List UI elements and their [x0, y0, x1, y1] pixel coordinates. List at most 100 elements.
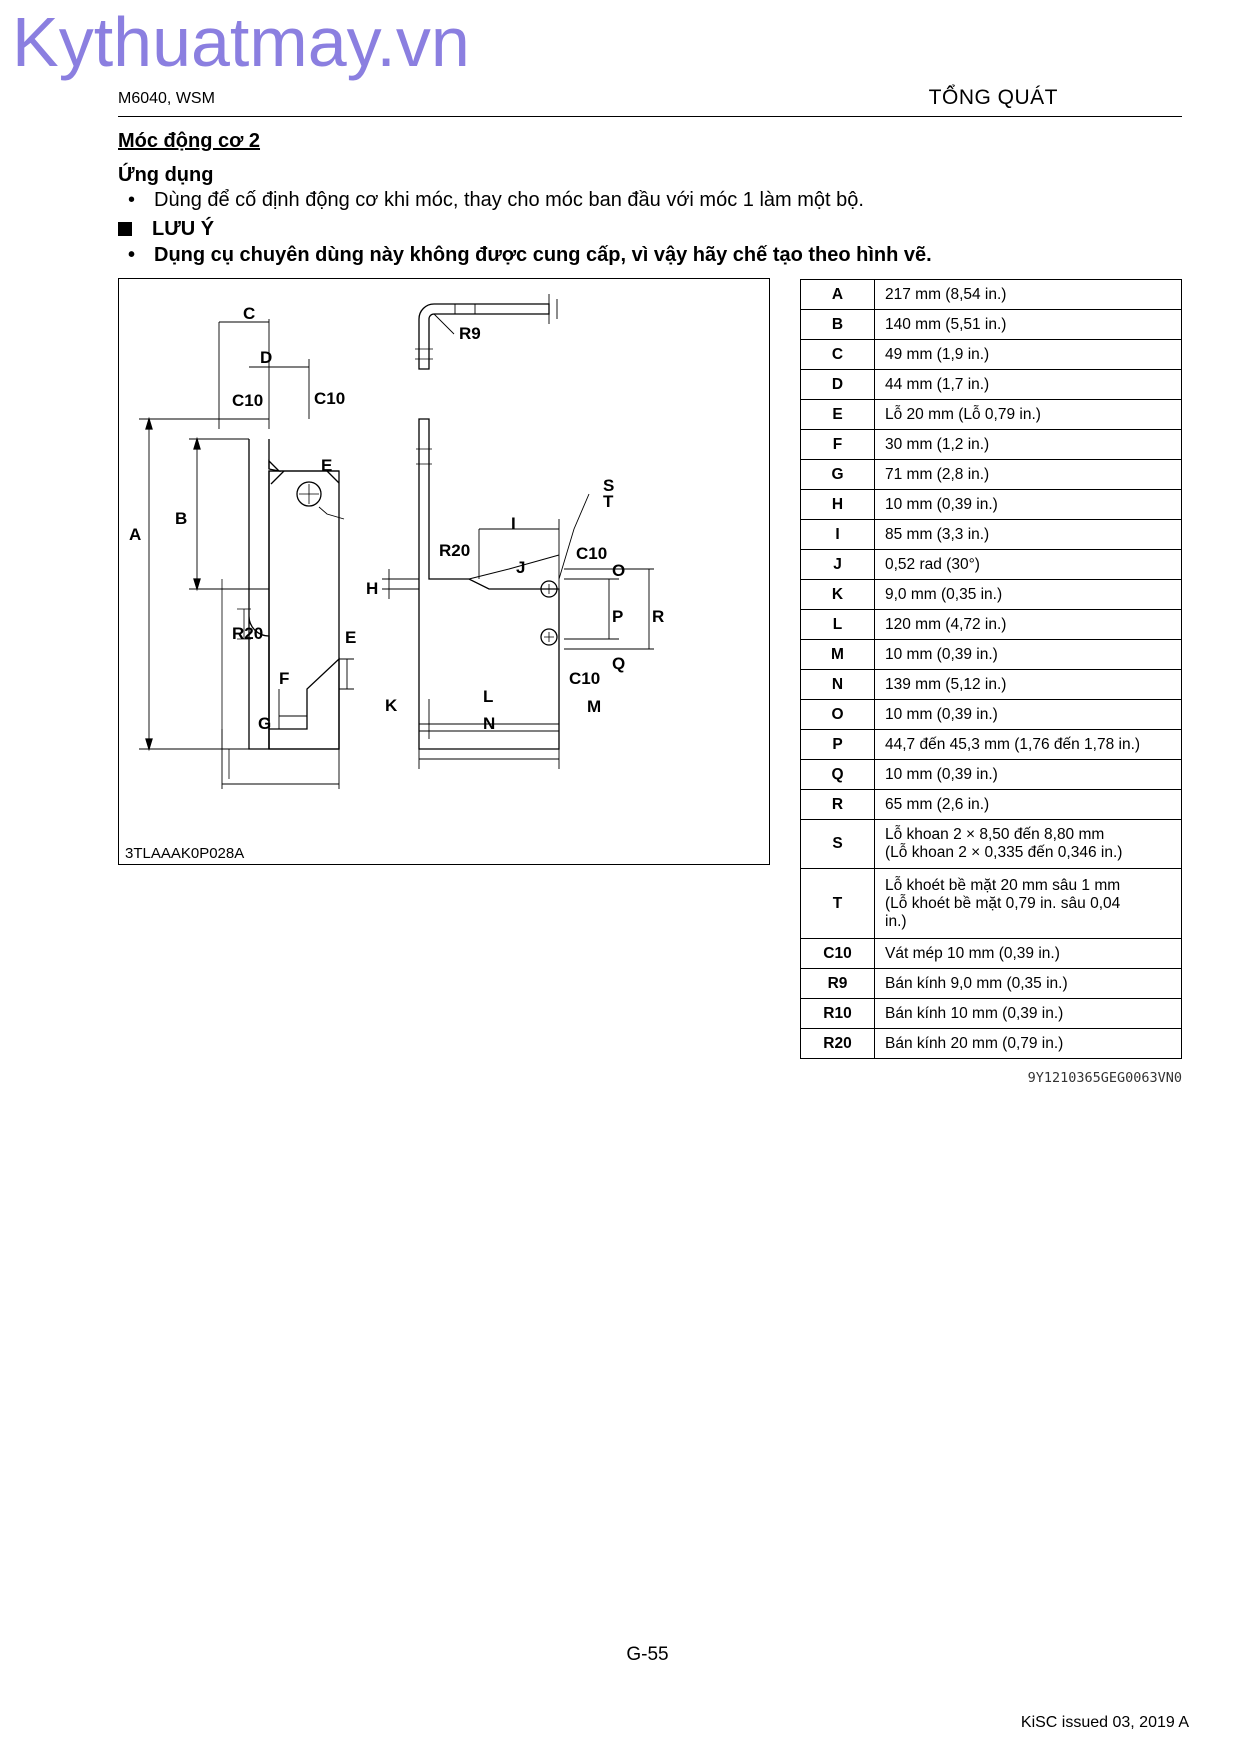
spec-value-line: 65 mm (2,6 in.) — [885, 795, 990, 813]
spec-value: 217 mm (8,54 in.) — [874, 279, 1182, 310]
bullet-dot: • — [128, 244, 136, 266]
spec-key: D — [800, 369, 875, 400]
plate-hole — [296, 481, 322, 507]
slope-line — [468, 554, 560, 580]
header-rule — [118, 116, 1182, 117]
spec-key: C10 — [800, 938, 875, 969]
c10-corner-left — [268, 459, 281, 473]
note-square-icon — [118, 222, 132, 236]
label-q: Q — [612, 654, 625, 673]
dim-a — [139, 418, 269, 750]
label-h: H — [366, 579, 378, 598]
spec-value: 139 mm (5,12 in.) — [874, 669, 1182, 700]
hook-top-marks — [415, 348, 433, 360]
label-r20-left: R20 — [232, 624, 263, 643]
hole-centers — [544, 584, 554, 642]
spec-key: S — [800, 819, 875, 869]
spec-value: 10 mm (0,39 in.) — [874, 699, 1182, 730]
hook-top-details — [454, 294, 558, 324]
label-f: F — [279, 669, 289, 688]
note-bullet: • Dụng cụ chuyên dùng này không được cung… — [128, 244, 932, 267]
hole-s — [540, 580, 558, 598]
spec-value: Lỗ khoét bề mặt 20 mm sâu 1 mm(Lỗ khoét … — [874, 868, 1182, 939]
label-i: I — [511, 514, 516, 533]
spec-key: G — [800, 459, 875, 490]
spec-value-line: 120 mm (4,72 in.) — [885, 615, 1007, 633]
spec-value: Bán kính 20 mm (0,79 in.) — [874, 1028, 1182, 1059]
spec-value: Lỗ 20 mm (Lỗ 0,79 in.) — [874, 399, 1182, 430]
plate-outline — [248, 469, 340, 750]
spec-value: 120 mm (4,72 in.) — [874, 609, 1182, 640]
hole-center — [299, 484, 319, 504]
spec-value-line: 10 mm (0,39 in.) — [885, 495, 998, 513]
dim-c — [218, 319, 270, 429]
note-title: LƯU Ý — [152, 218, 215, 240]
spec-key: T — [800, 868, 875, 939]
spec-row: D 44 mm (1,7 in.) — [800, 369, 1182, 400]
hook-side-view — [418, 418, 560, 750]
dim-n — [418, 749, 560, 769]
label-b: B — [175, 509, 187, 528]
label-r9: R9 — [459, 324, 481, 343]
header-section-name: TỔNG QUÁT — [928, 86, 1058, 109]
spec-key: B — [800, 309, 875, 340]
plate-chamfers — [270, 470, 340, 485]
spec-key: O — [800, 699, 875, 730]
spec-key: R — [800, 789, 875, 820]
dim-p — [564, 578, 619, 640]
label-g: G — [258, 714, 271, 733]
bullet-dot: • — [128, 189, 136, 211]
label-c10-left: C10 — [232, 391, 263, 410]
spec-value: 30 mm (1,2 in.) — [874, 429, 1182, 460]
spec-value-line: Bán kính 20 mm (0,79 in.) — [885, 1034, 1064, 1052]
spec-key: E — [800, 399, 875, 430]
spec-value-line: 44 mm (1,7 in.) — [885, 375, 990, 393]
dim-i — [478, 519, 560, 589]
dim-d — [249, 359, 310, 419]
note-text: Dụng cụ chuyên dùng này không được cung … — [154, 244, 932, 266]
spec-key: I — [800, 519, 875, 550]
spec-key: C — [800, 339, 875, 370]
reference-code: 9Y1210365GEG0063VN0 — [1027, 1070, 1182, 1086]
r20-mark — [237, 608, 251, 640]
technical-drawing: A B C D E E F G H I J K L M N O P Q R S … — [118, 278, 770, 865]
figure-label: 3TLAAAK0P028A — [125, 845, 245, 862]
s-t-leader — [558, 493, 590, 580]
spec-value-line: Lỗ khoan 2 × 8,50 đến 8,80 mm — [885, 826, 1105, 843]
spec-value-line: 217 mm (8,54 in.) — [885, 285, 1007, 303]
plate-centerline — [221, 579, 230, 779]
watermark: Kythuatmay.vn — [12, 3, 470, 81]
spec-value-line: Bán kính 10 mm (0,39 in.) — [885, 1004, 1064, 1022]
spec-value-line: (Lỗ khoan 2 × 0,335 đến 0,346 in.) — [885, 844, 1123, 861]
label-p: P — [612, 607, 623, 626]
label-k: K — [385, 696, 398, 715]
spec-value-line: Lỗ khoét bề mặt 20 mm sâu 1 mm — [885, 876, 1121, 894]
dim-a-arrows — [145, 416, 153, 752]
spec-value: 9,0 mm (0,35 in.) — [874, 579, 1182, 610]
spec-key: A — [800, 279, 875, 310]
page-number: G-55 — [626, 1644, 669, 1665]
spec-value: 140 mm (5,51 in.) — [874, 309, 1182, 340]
spec-value: Vát mép 10 mm (0,39 in.) — [874, 938, 1182, 969]
application-title: Ứng dụng — [118, 164, 214, 186]
label-n: N — [483, 714, 495, 733]
spec-row: R 65 mm (2,6 in.) — [800, 789, 1182, 820]
application-bullet: •Dùng để cố định động cơ khi móc, thay c… — [128, 189, 864, 212]
label-l: L — [483, 687, 493, 706]
spec-value-line: 10 mm (0,39 in.) — [885, 645, 998, 663]
spec-value-line: (Lỗ khoét bề mặt 0,79 in. sâu 0,04 — [885, 894, 1121, 912]
label-r20-side: R20 — [439, 541, 470, 560]
spec-value-line: 10 mm (0,39 in.) — [885, 705, 998, 723]
